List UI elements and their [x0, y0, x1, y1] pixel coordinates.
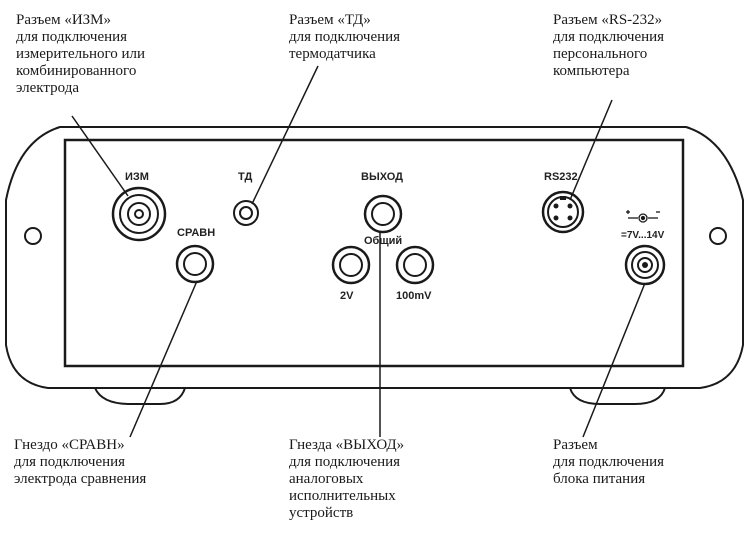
inner-panel: [63, 138, 685, 368]
polarity-icon: [626, 210, 660, 223]
callout-vyhod: Гнезда «ВЫХОД» для подключения аналоговы…: [289, 437, 405, 521]
panel-label-100mv: 100mV: [396, 290, 432, 302]
leader-rs232: [569, 99, 613, 201]
right-foot: [569, 387, 666, 405]
device-housing: [5, 126, 744, 389]
callout-rs232: Разъем «RS-232» для подключения персонал…: [553, 12, 665, 79]
vyhod-common-jack: [363, 194, 403, 234]
panel-label-rs232: RS232: [544, 171, 578, 183]
left-mount-hole: [24, 227, 42, 245]
sravn-jack: [175, 244, 215, 284]
left-foot: [94, 387, 186, 405]
leader-izm: [71, 115, 129, 197]
leader-lines: [71, 65, 646, 438]
jack-100mv: [395, 245, 435, 285]
right-mount-hole: [709, 227, 727, 245]
panel-label-obshiy: Общий: [364, 235, 402, 247]
rs232-pins: [553, 196, 573, 221]
callout-izm: Разъем «ИЗМ» для подключения измерительн…: [16, 12, 146, 96]
callout-sravn: Гнездо «СРАВН» для подключения электрода…: [14, 437, 147, 487]
jack-2v: [331, 245, 371, 285]
leader-sravn: [129, 280, 198, 438]
izm-connector: [111, 186, 167, 242]
panel-label-power-range: =7V...14V: [621, 230, 665, 241]
callout-power: Разъем для подключения блока питания: [553, 437, 665, 487]
panel-label-sravn: СРАВН: [177, 227, 215, 239]
leader-td: [251, 65, 319, 205]
callout-td: Разъем «ТД» для подключения термодатчика: [289, 12, 401, 62]
panel-label-td: ТД: [238, 171, 252, 183]
td-connector: [233, 200, 259, 226]
panel-label-2v: 2V: [340, 290, 354, 302]
panel-label-vyhod: ВЫХОД: [361, 171, 403, 183]
panel-label-izm: ИЗМ: [125, 171, 149, 183]
leader-power: [582, 282, 646, 438]
